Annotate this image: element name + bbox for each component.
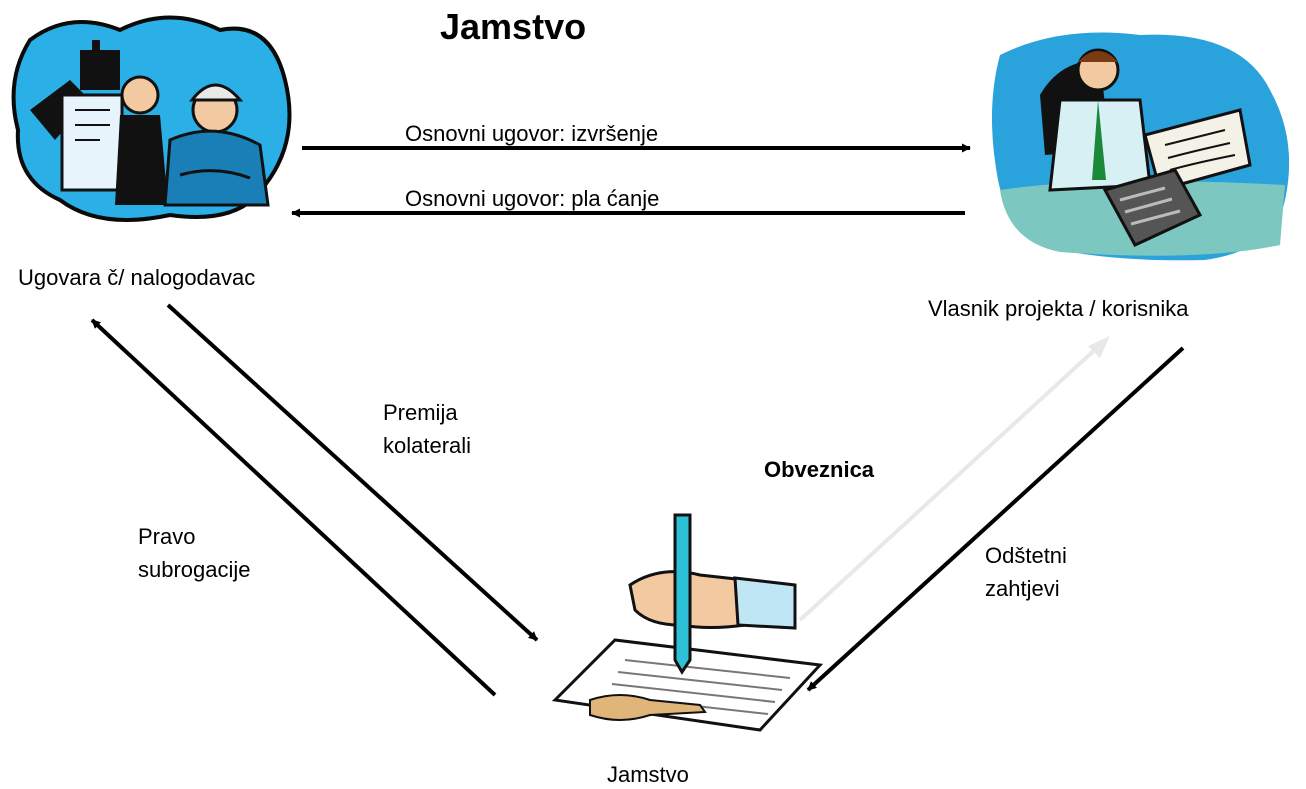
arrow-premium: [166, 303, 539, 642]
arrow-subrogation: [90, 318, 497, 697]
edge-label-subrogation-line2: subrogacije: [138, 557, 251, 582]
edge-label-execution: Osnovni ugovor: izvršenje: [405, 121, 659, 146]
arrow-bond: [798, 336, 1110, 622]
edge-label-payment: Osnovni ugovor: pla ćanje: [405, 186, 660, 211]
page-title: Jamstvo: [440, 6, 587, 47]
edge-label-claims-line2: zahtjevi: [985, 576, 1060, 601]
node-label-owner: Vlasnik projekta / korisnika: [928, 296, 1189, 321]
edge-label-subrogation: Pravo subrogacije: [138, 524, 251, 583]
edge-label-subrogation-line1: Pravo: [138, 524, 196, 549]
edge-label-premium: Premija kolaterali: [383, 400, 471, 459]
owner-clipart-icon: [991, 32, 1290, 261]
arrow-claims: [806, 346, 1185, 692]
contractor-clipart-icon: [11, 15, 292, 222]
edge-label-claims: Odštetni zahtjevi: [985, 543, 1067, 602]
node-label-contractor: Ugovara č/ nalogodavac: [18, 265, 256, 290]
edge-label-claims-line1: Odštetni: [985, 543, 1067, 568]
node-label-guarantee: Jamstvo: [607, 762, 689, 787]
guarantee-clipart-icon: [551, 513, 824, 732]
edge-label-bond: Obveznica: [764, 457, 875, 482]
edge-label-premium-line1: Premija: [383, 400, 458, 425]
edge-label-premium-line2: kolaterali: [383, 433, 472, 458]
